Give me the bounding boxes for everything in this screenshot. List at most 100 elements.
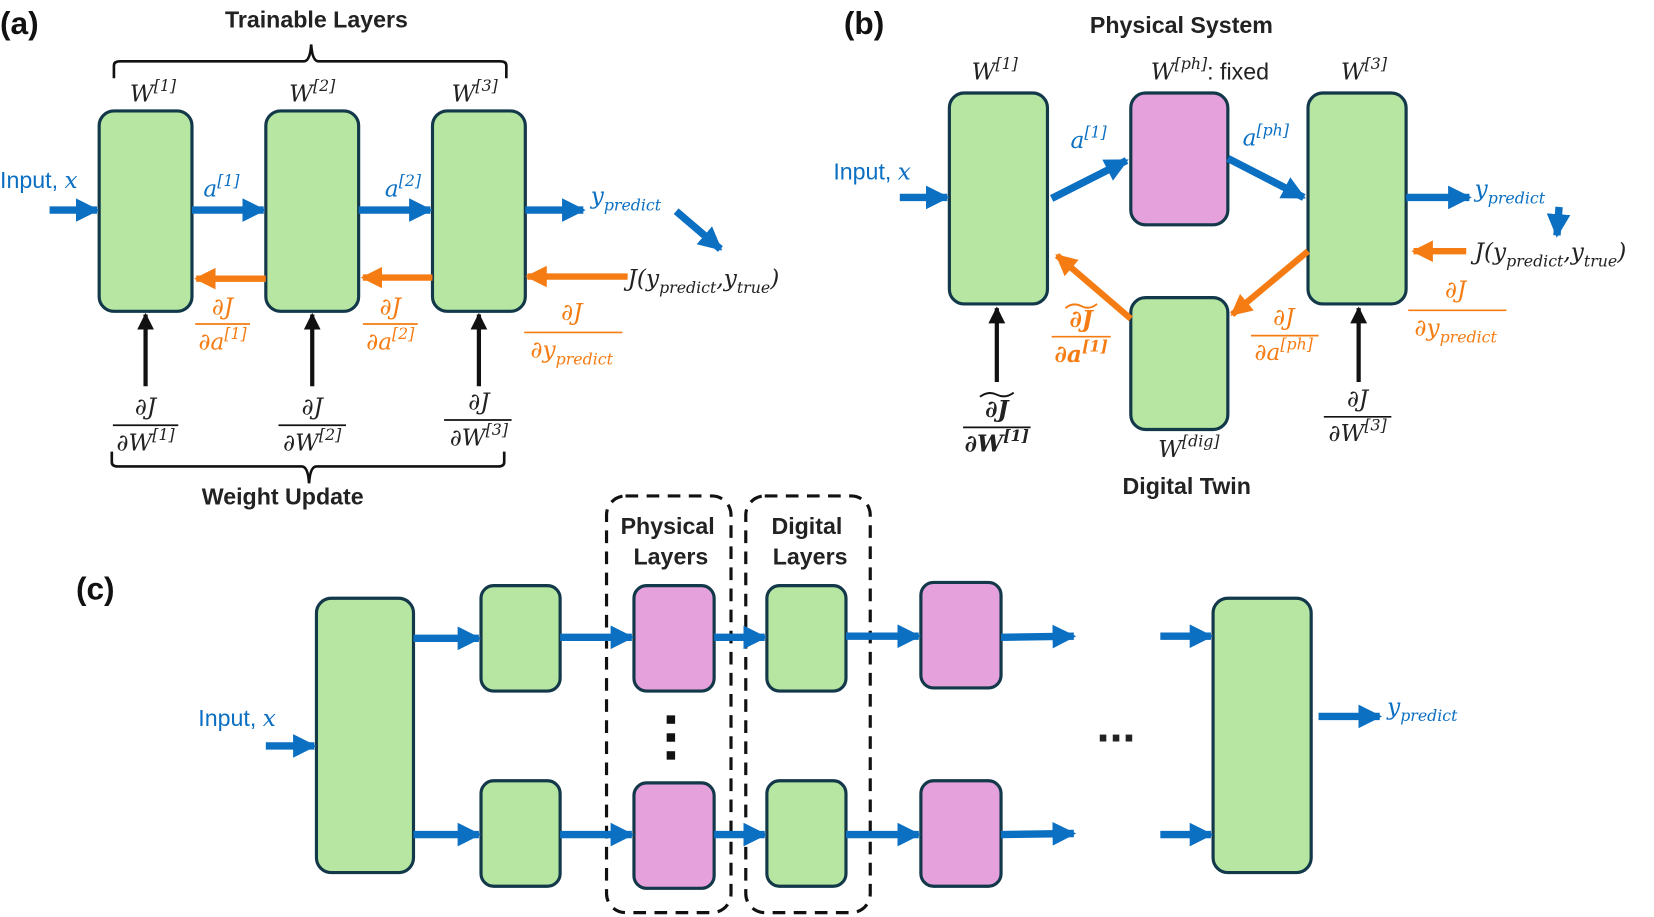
math-part: [2] <box>392 324 415 343</box>
math-part: W <box>1158 436 1184 463</box>
fraction-numerator: ∂J <box>380 294 403 321</box>
math-part: ∂W <box>116 430 154 457</box>
top-brace <box>112 44 508 79</box>
math-part: Input, <box>198 705 262 731</box>
fraction-numerator: ∂J <box>468 388 491 415</box>
math-part: [1] <box>1003 426 1029 445</box>
math-part: true <box>1584 252 1617 271</box>
fraction-denominator: ∂W[3] <box>1329 416 1388 447</box>
fraction-denominator: ∂a[1] <box>1055 337 1108 368</box>
horizontal-ellipsis: ... <box>1097 700 1136 752</box>
panel-label: (b) <box>844 5 884 41</box>
math-part: [1] <box>152 425 175 444</box>
math-part: Input, <box>0 167 64 193</box>
math-part: ∂W <box>965 431 1005 458</box>
grad-w1-fraction: ∂J ∂W[1] <box>112 394 179 457</box>
y-predict-label: ypredict <box>590 183 662 215</box>
weight-label-w1: W[1] <box>972 54 1019 85</box>
fraction-numerator: ∂J <box>1347 385 1370 412</box>
grad-y-fraction: ∂J ∂ypredict <box>1408 277 1507 347</box>
digital-layer <box>765 779 848 888</box>
math-part: ∂W <box>450 424 488 451</box>
math-part: [3] <box>1365 54 1388 73</box>
activation-a2: a[2] <box>385 171 422 202</box>
math-part: ,y <box>716 265 737 292</box>
math-part: ) <box>769 265 779 292</box>
math-part: J(y <box>624 265 660 292</box>
math-part: ∂a <box>198 328 224 355</box>
math-part: predict <box>1400 706 1458 725</box>
math-part: [ph] <box>1256 120 1289 139</box>
y-predict-label: ypredict <box>1386 693 1458 725</box>
math-part: [1] <box>1082 337 1108 356</box>
forward-arrow <box>1050 157 1129 202</box>
math-part: predict <box>604 196 662 215</box>
grad-w3-fraction: ∂J ∂W[3] <box>444 388 512 451</box>
fraction-numerator: ∂J <box>1445 277 1468 304</box>
fraction-denominator: ∂W[2] <box>283 425 342 456</box>
layer-2 <box>264 109 361 313</box>
math-part: [2] <box>313 76 336 95</box>
math-part: a <box>1071 127 1085 154</box>
math-part: ∂a <box>1255 339 1281 366</box>
math-part: ∂a <box>366 328 392 355</box>
loss-arrow <box>1546 206 1571 238</box>
output-layer <box>1211 596 1313 875</box>
math-part: [3] <box>475 76 498 95</box>
fraction-numerator: ∂J <box>1070 306 1095 333</box>
fraction-denominator: ∂W[3] <box>450 420 509 451</box>
math-part: a <box>1243 125 1257 152</box>
activation-aph: a[ph] <box>1243 120 1290 151</box>
trainable-layer <box>479 584 562 693</box>
physical-layer <box>1129 91 1230 227</box>
trainable-layer <box>479 779 562 888</box>
math-part: y <box>590 183 605 210</box>
math-part: Input, <box>833 158 897 184</box>
physical-layers-group <box>604 494 733 915</box>
math-part: [3] <box>1364 416 1387 435</box>
math-part: predict <box>1488 188 1546 207</box>
math-part: W <box>130 80 156 107</box>
math-part: ∂a <box>1055 341 1082 368</box>
cost-function-label: J(ypredict,ytrue) <box>1471 239 1627 271</box>
fraction-numerator: ∂J <box>135 394 158 421</box>
grad-aph-fraction: ∂J ∂a[ph] <box>1251 304 1319 366</box>
weight-label-w1: W[1] <box>130 76 177 107</box>
label-line: Layers <box>773 544 848 570</box>
math-part: ∂y <box>531 337 557 364</box>
forward-arrow <box>1000 821 1077 846</box>
math-part: x <box>64 167 77 194</box>
layer-1 <box>97 109 194 313</box>
layer-3 <box>430 109 527 313</box>
panel-a: (a) Trainable Layers W[1] W[2] W[3] Inpu… <box>0 5 779 509</box>
input-label: Input, x <box>198 705 276 732</box>
fraction-denominator: ∂ypredict <box>1415 315 1498 347</box>
layer-1 <box>947 91 1050 306</box>
forward-arrow <box>1226 155 1306 201</box>
cost-function-label: J(ypredict,ytrue) <box>624 265 780 297</box>
math-part: ∂W <box>283 430 321 457</box>
math-part: [ph] <box>1175 54 1208 73</box>
fraction-numerator: ∂J <box>561 299 584 326</box>
panel-label: (c) <box>76 570 115 606</box>
forward-arrow <box>1000 624 1077 649</box>
activation-a1: a[1] <box>1071 122 1108 153</box>
grad-a1-approx-fraction: ∂J ∂a[1] <box>1051 303 1111 368</box>
activation-a1: a[1] <box>203 171 240 202</box>
math-part: [1] <box>217 171 240 190</box>
panel-c: (c) Physical Layers Digital Layers ... I… <box>76 494 1458 915</box>
fraction-numerator: ∂J <box>212 294 235 321</box>
math-part: [1] <box>154 76 177 95</box>
backward-arrow <box>1054 253 1133 322</box>
math-part: [2] <box>399 171 422 190</box>
math-part: predict <box>556 350 614 369</box>
math-part: [dig] <box>1182 431 1220 450</box>
title-physical-system: Physical System <box>1090 12 1273 38</box>
digital-layers-group <box>744 494 872 915</box>
tilde-mark <box>979 391 1015 398</box>
physical-layer <box>919 779 1003 888</box>
weight-label-wdig: W[dig] <box>1158 431 1220 462</box>
grad-w1-approx-fraction: ∂J ∂W[1] <box>963 391 1031 458</box>
input-label: Input, x <box>833 158 911 185</box>
